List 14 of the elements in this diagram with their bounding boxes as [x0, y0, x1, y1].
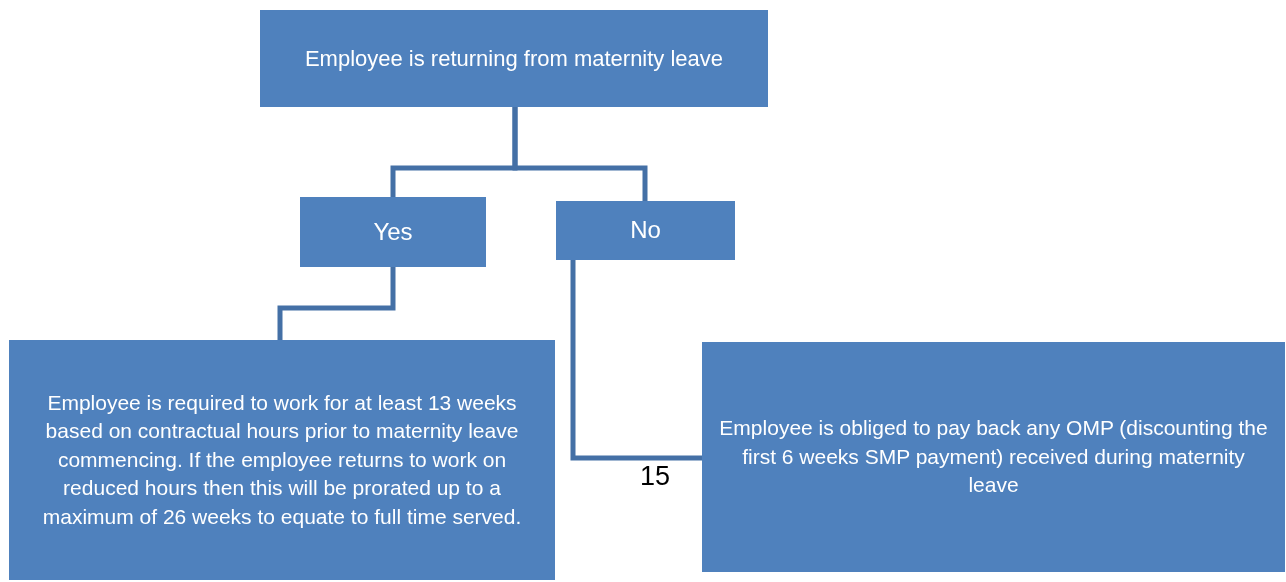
box-text: Employee is required to work for at least 13 weeks based on contractual hours prior to maternity leave commencing. If the employee returns to work on reduced hours then this will be prorated up to a maximum of 26 weeks to equate to full time served. [41, 390, 523, 530]
box-text: Employee is returning from maternity leave [304, 44, 724, 73]
connector-line [277, 267, 396, 340]
box-text: Employee is obliged to pay back any OMP (discounting the first 6 weeks SMP payment) received during maternity leave [718, 415, 1269, 499]
process-box [556, 201, 735, 260]
process-box [9, 340, 555, 580]
page-number: 15 [640, 461, 671, 492]
process-box [702, 342, 1285, 572]
connector-line [512, 107, 648, 201]
process-box [260, 10, 768, 107]
box-text: No [630, 215, 661, 246]
process-box [300, 197, 486, 267]
box-text: Yes [373, 216, 413, 247]
connector-line [570, 260, 702, 461]
